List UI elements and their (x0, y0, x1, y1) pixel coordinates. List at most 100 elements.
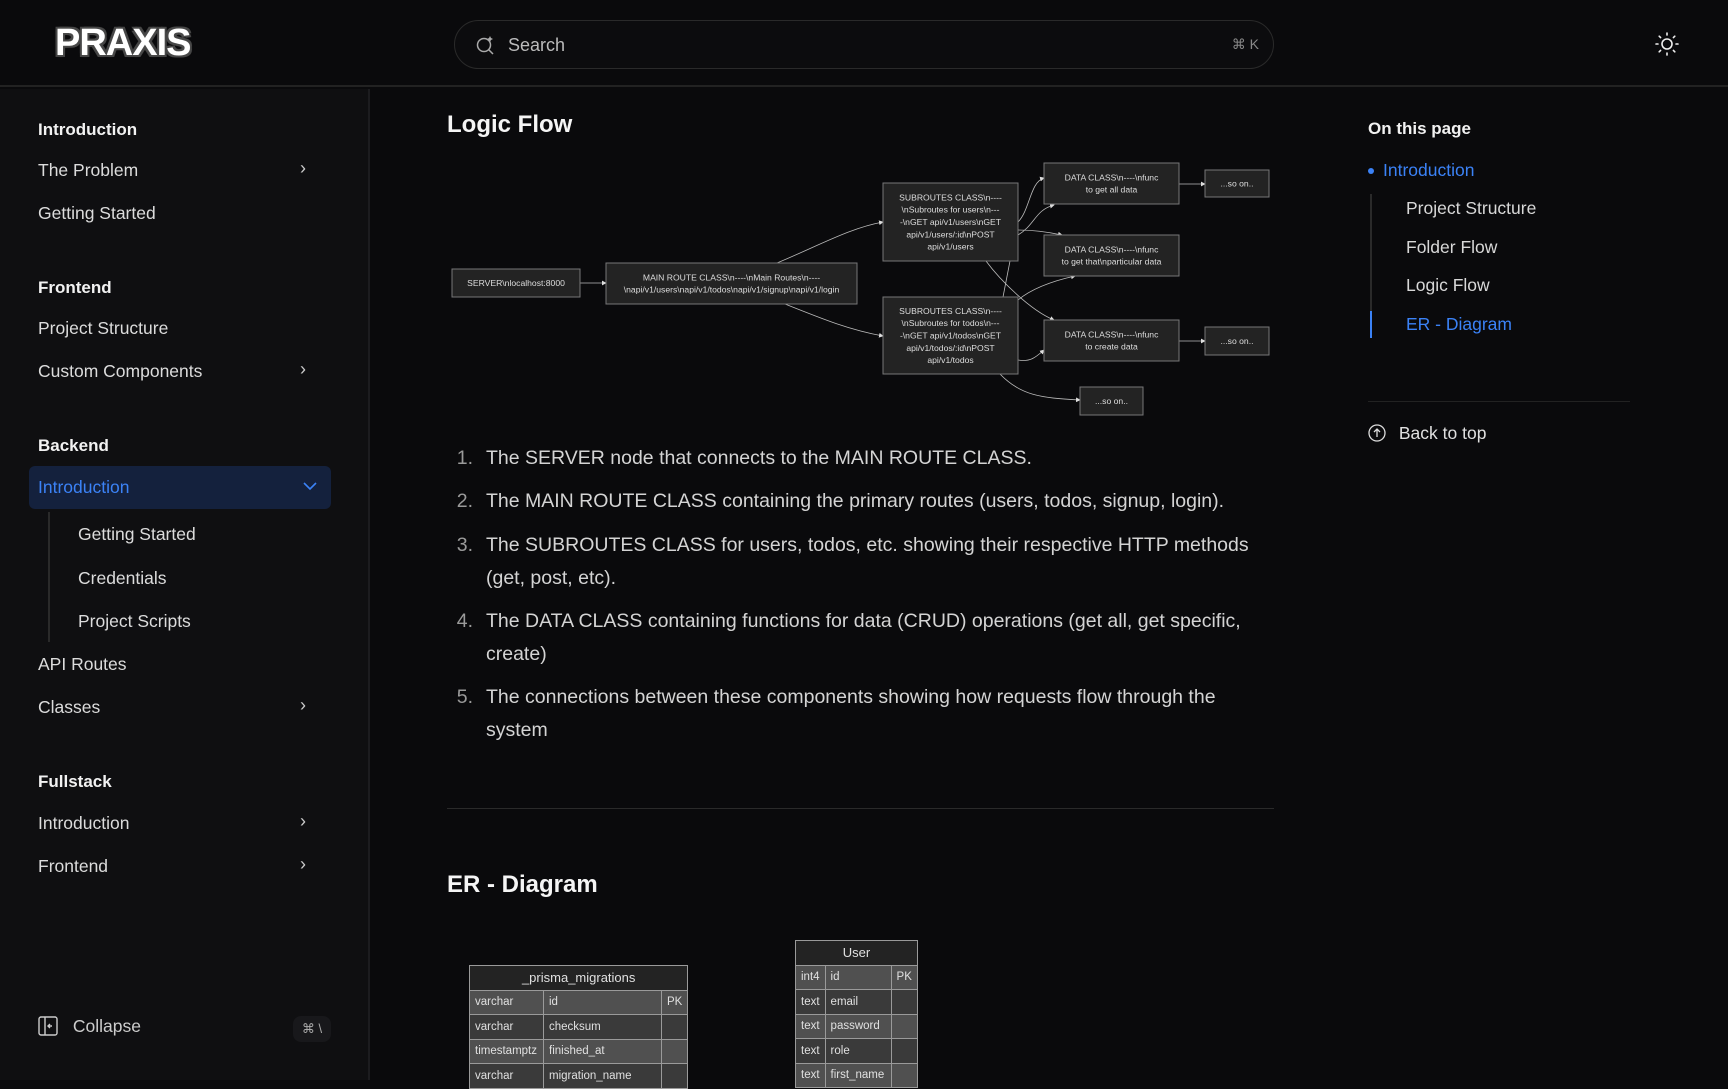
er-cell: email (824, 989, 892, 1015)
toc-title: On this page (1368, 119, 1471, 138)
flow-node-text: \nSubroutes for users\n--- (902, 205, 1000, 215)
arrow-up-circle-icon (1368, 424, 1386, 442)
flow-node-text: api/v1/todos/:id\nPOST (906, 343, 995, 353)
list-text: The SERVER node that connects to the MAI… (486, 447, 1032, 469)
er-cell: text (795, 1062, 826, 1088)
er-cell: varchar (469, 989, 544, 1015)
sidebar-subitem-getting-started[interactable]: Getting Started (78, 524, 196, 544)
flow-edge (776, 220, 884, 264)
chevron-right-icon[interactable]: › (300, 854, 306, 874)
flow-node-text: \napi/v1/users\napi/v1/todos\napi/v1/sig… (624, 285, 840, 295)
flow-edge (1017, 274, 1076, 301)
chevron-right-icon[interactable]: › (300, 811, 306, 831)
toc-active-dot (1368, 168, 1374, 174)
logic-flow-diagram: SERVER\nlocalhost:8000 MAIN ROUTE CLASS\n… (451, 162, 1270, 416)
chevron-down-icon (303, 482, 317, 491)
flow-edge (1017, 203, 1055, 236)
sidebar-item-label: Introduction (38, 477, 130, 497)
sidebar-item-backend-introduction[interactable]: Introduction (29, 466, 331, 509)
flow-node-text: SERVER\nlocalhost:8000 (467, 278, 565, 288)
flow-node-main: MAIN ROUTE CLASS\n----\nMain Routes\n---… (605, 262, 858, 305)
flow-edge (1017, 349, 1045, 361)
sidebar-subitem-credentials[interactable]: Credentials (78, 568, 167, 588)
flow-node-data3: DATA CLASS\n----\nfunc to create data (1043, 319, 1180, 362)
list-text: The SUBROUTES CLASS for users, todos, et… (486, 534, 1249, 589)
list-text: The DATA CLASS containing functions for … (486, 610, 1241, 665)
er-cell: first_name (824, 1062, 892, 1088)
sidebar-item-fullstack-introduction[interactable]: Introduction (38, 813, 130, 833)
back-to-top-link[interactable]: Back to top (1368, 423, 1486, 444)
flow-edge (1017, 176, 1045, 223)
sidebar-item-fullstack-frontend[interactable]: Frontend (38, 856, 109, 876)
er-cell (890, 1013, 918, 1039)
er-cell (660, 1014, 689, 1040)
sidebar-item-the-problem[interactable]: The Problem (38, 160, 139, 180)
flow-node-text: DATA CLASS\n----\nfunc (1065, 329, 1159, 339)
submenu-guide-line (48, 512, 50, 642)
flow-node-data2: DATA CLASS\n----\nfunc to get that\nparti… (1043, 234, 1180, 277)
sidebar-section-introduction: Introduction (38, 120, 138, 139)
list-number: 3. (456, 534, 473, 556)
toc-item-logic-flow[interactable]: Logic Flow (1406, 275, 1490, 295)
logo[interactable]: PRAXIS (55, 22, 191, 64)
toc-item-introduction[interactable]: Introduction (1383, 160, 1475, 180)
flow-node-text: -\nGET api/v1/users\nGET (900, 217, 1002, 227)
er-cell: int4 (795, 964, 826, 990)
toc-guide-line (1370, 194, 1372, 338)
flow-node-soon1: ...so on.. (1204, 169, 1270, 198)
sidebar-item-api-routes[interactable]: API Routes (38, 654, 127, 674)
er-cell: id (543, 989, 662, 1015)
sidebar-section-fullstack: Fullstack (38, 772, 112, 791)
flow-node-sub_todos: SUBROUTES CLASS\n----\nSubroutes for tod… (882, 296, 1019, 375)
sidebar-item-classes[interactable]: Classes (38, 697, 101, 717)
collapse-sidebar-icon (38, 1016, 58, 1036)
collapse-button[interactable]: Collapse (38, 1016, 141, 1037)
flow-edge (784, 303, 884, 338)
chevron-right-icon[interactable]: › (300, 359, 306, 379)
list-text: The MAIN ROUTE CLASS containing the prim… (486, 490, 1225, 512)
list-number: 4. (456, 610, 473, 632)
er-cell (660, 1038, 689, 1064)
search-input[interactable]: Search ⌘ K (454, 20, 1274, 69)
toc-item-folder-flow[interactable]: Folder Flow (1406, 237, 1498, 257)
sidebar-item-project-structure[interactable]: Project Structure (38, 318, 169, 338)
flow-node-text: api/v1/users (927, 242, 973, 252)
sidebar-subitem-project-scripts[interactable]: Project Scripts (78, 611, 191, 631)
toc-item-er-diagram[interactable]: ER - Diagram (1406, 314, 1512, 334)
back-to-top-label: Back to top (1398, 423, 1487, 443)
flow-node-text: \nSubroutes for todos\n--- (902, 318, 1000, 328)
list-number: 2. (456, 490, 473, 512)
er-cell: migration_name (543, 1063, 662, 1089)
flow-node-sub_users: SUBROUTES CLASS\n----\nSubroutes for use… (882, 182, 1019, 262)
chevron-right-icon[interactable]: › (300, 695, 306, 715)
sidebar-item-custom-components[interactable]: Custom Components (38, 361, 203, 381)
flow-node-text: DATA CLASS\n----\nfunc (1065, 244, 1159, 254)
sun-icon[interactable] (1655, 32, 1679, 56)
flow-node-text: MAIN ROUTE CLASS\n----\nMain Routes\n---… (643, 272, 820, 282)
sidebar-item-getting-started[interactable]: Getting Started (38, 203, 156, 223)
toc-item-project-structure[interactable]: Project Structure (1406, 198, 1537, 218)
flow-node-text: to get that\nparticular data (1062, 257, 1162, 267)
er-cell: role (824, 1038, 892, 1064)
flow-node-text: to create data (1085, 342, 1138, 352)
er-cell (890, 1062, 918, 1088)
sidebar-section-frontend: Frontend (38, 278, 112, 297)
er-cell: varchar (469, 1014, 544, 1040)
er-cell: PK (660, 989, 689, 1015)
chevron-right-icon[interactable]: › (300, 158, 306, 178)
flow-node-text: -\nGET api/v1/todos\nGET (900, 331, 1002, 341)
collapse-label: Collapse (72, 1016, 141, 1036)
top-header: PRAXIS Search ⌘ K (0, 0, 1728, 87)
er-cell: text (795, 1013, 826, 1039)
search-placeholder: Search (508, 35, 566, 55)
